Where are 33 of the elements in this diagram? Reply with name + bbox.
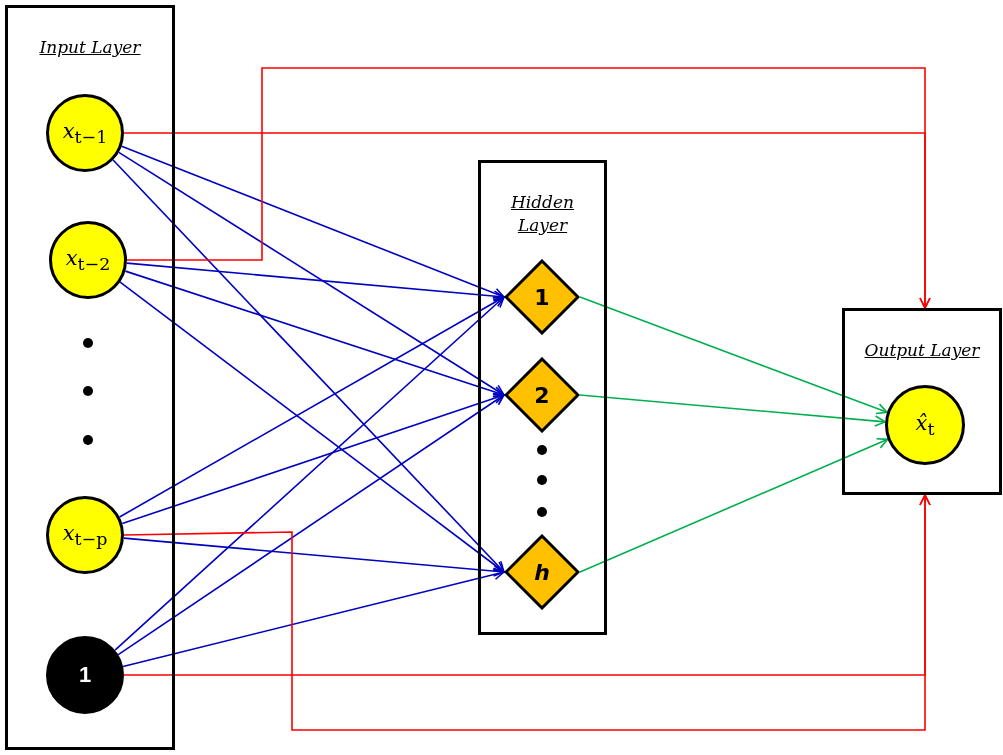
- output-layer-panel: [842, 308, 1002, 495]
- neuron-label: h: [534, 559, 550, 585]
- neuron-label: x$_{t−1}$: [62, 118, 108, 148]
- neuron-label: 1: [534, 284, 550, 310]
- arrow: [579, 394, 886, 427]
- arrow: [119, 281, 505, 573]
- arrow: [123, 537, 505, 577]
- arrow: [117, 394, 505, 656]
- arrow: [126, 67, 931, 309]
- hidden-neuron: [504, 534, 580, 610]
- arrow: [114, 296, 505, 651]
- arrow: [579, 296, 888, 415]
- arrow: [118, 296, 505, 518]
- hidden-neuron: [504, 259, 580, 335]
- neuron-label: 1: [78, 662, 92, 688]
- arrow: [579, 437, 889, 573]
- input-layer-panel: [5, 5, 175, 750]
- layer-title: Hidden Layer: [509, 191, 575, 237]
- hidden-layer-panel: [478, 160, 607, 635]
- arrow: [122, 568, 505, 668]
- arrow: [120, 145, 505, 299]
- arrow: [123, 494, 931, 676]
- arrow: [126, 262, 505, 302]
- neuron-label: x$_{t−p}$: [62, 520, 108, 550]
- neuron-label: x$_{t−2}$: [65, 245, 111, 275]
- neuron-label: x̂$_{t}$: [915, 410, 935, 440]
- layer-title: Input Layer: [38, 36, 142, 59]
- arrow: [121, 392, 505, 525]
- arrow: [118, 151, 505, 396]
- arrow: [112, 159, 505, 573]
- hidden-neuron: [504, 357, 580, 433]
- layer-title: Output Layer: [863, 339, 981, 362]
- neuron-label: 2: [534, 382, 550, 408]
